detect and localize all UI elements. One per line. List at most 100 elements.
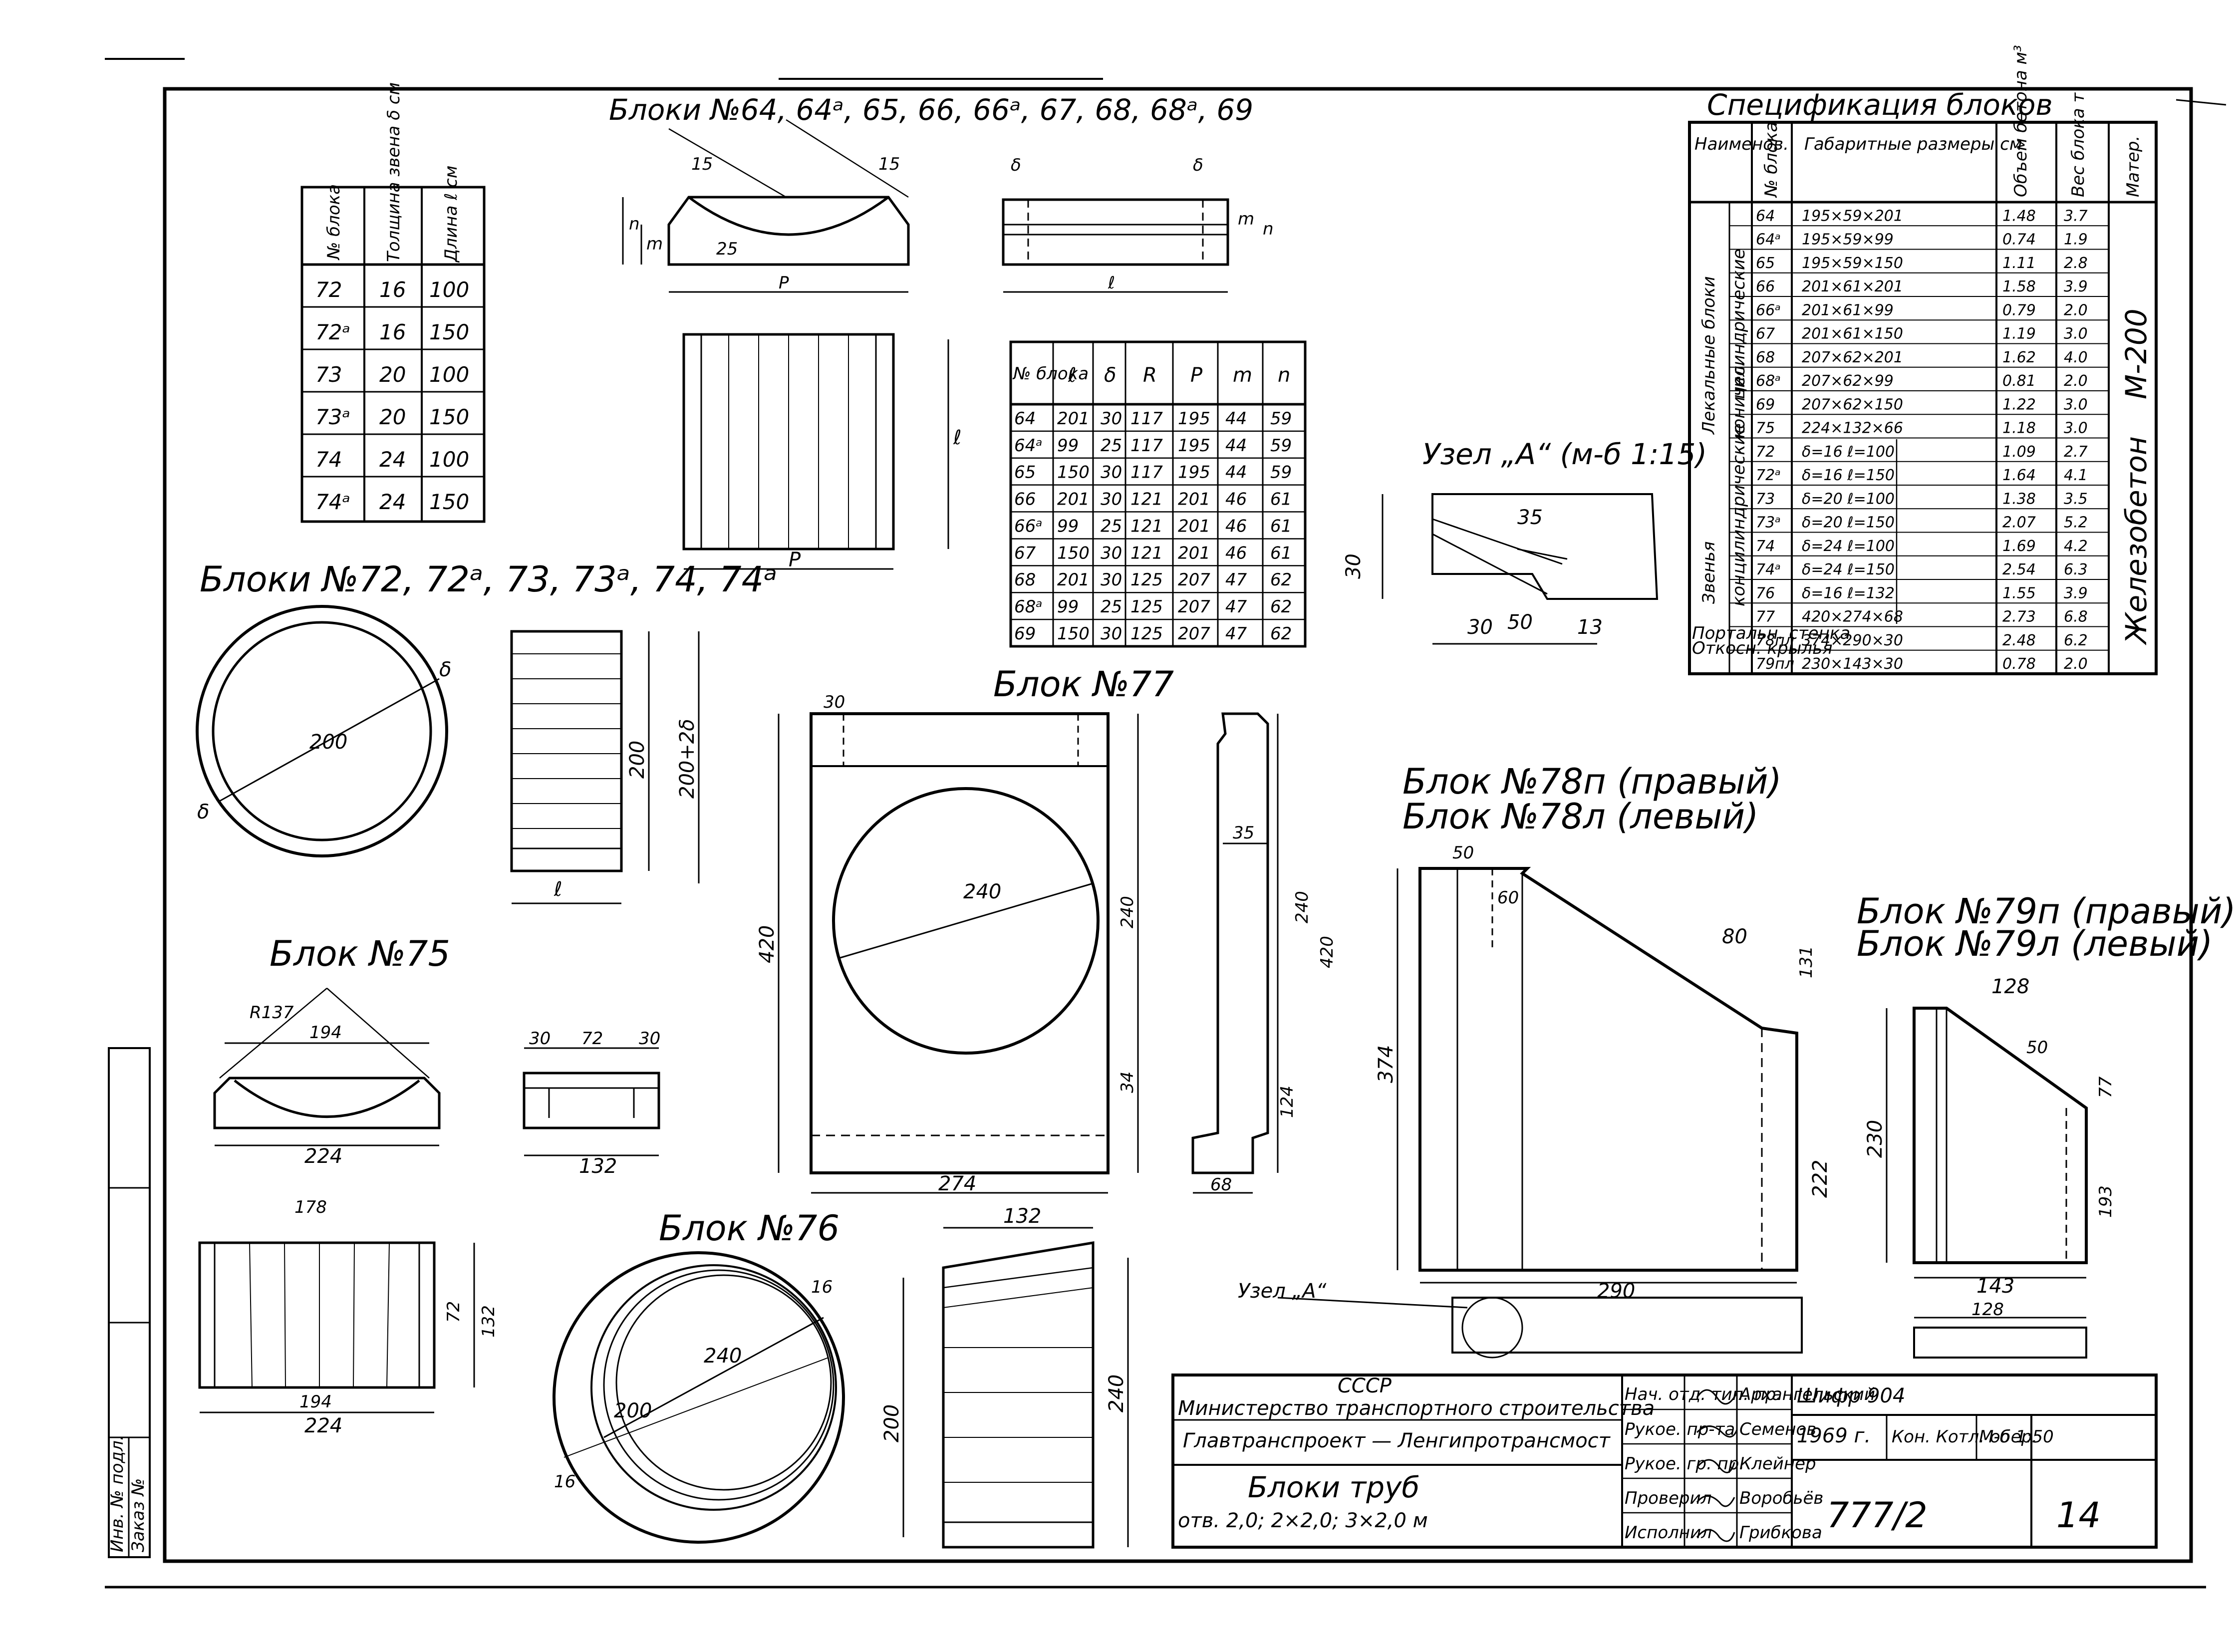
dim-n-64: n [629, 214, 640, 234]
small-table-cell: 24 [379, 490, 406, 514]
dim-table-cell: 150 [1057, 543, 1090, 563]
spec-table-cell: δ=20 ℓ=100 [1802, 490, 1895, 508]
spec-table-cell: 66 [1756, 278, 1775, 295]
dim-table-cell: 125 [1130, 624, 1163, 644]
small-table-h3: Длина ℓ см [441, 166, 461, 263]
sheet-number: 14 [2056, 1495, 2101, 1536]
ring-block-72-74: 200 δ δ [196, 605, 451, 857]
small-table-cell: 150 [429, 490, 469, 514]
dim-table-cell: 64 [1014, 409, 1036, 429]
small-table-cell: 16 [379, 320, 406, 344]
dim-table-cell: 201 [1178, 516, 1210, 536]
spec-table-cell: 1.38 [2002, 490, 2036, 508]
dim-35-77: 35 [1233, 823, 1254, 843]
drawing-title: Блоки труб [1248, 1470, 1419, 1504]
spec-table-cell: δ=16 ℓ=150 [1802, 467, 1895, 484]
block-64-69-section: P n m 15 15 25 [622, 119, 910, 293]
spec-h2: Габаритные размеры см [1804, 134, 2022, 154]
dim-table-cell: 201 [1057, 570, 1090, 590]
spec-table-cell: 67 [1756, 325, 1775, 343]
block-78-bottom-view: Узел „А“ [1238, 1280, 1803, 1359]
spec-table-cell: δ=24 ℓ=100 [1802, 538, 1895, 555]
title-76: Блок №76 [659, 1208, 840, 1249]
dim-132-plan: 132 [479, 1305, 499, 1338]
block-75-plan: 224 178 194 132 72 [198, 1197, 499, 1437]
dim-15-64b: 15 [878, 154, 900, 174]
small-table-h1: № блока [324, 184, 344, 261]
dim-table-cell: 59 [1270, 463, 1292, 483]
dim-table-cell: 201 [1178, 490, 1210, 510]
small-table-cell: 24 [379, 447, 406, 472]
dim-240-76: 240 [704, 1345, 742, 1368]
spec-material-2: Железобетон [2119, 436, 2153, 645]
spec-table-cell: 2.0 [2064, 655, 2088, 673]
dim-n-side: n [1263, 219, 1274, 239]
small-table-cell: 74ᵃ [315, 490, 350, 514]
dim-240-77s2: 240 [1292, 891, 1312, 923]
spec-table-cell: 3.5 [2064, 490, 2088, 508]
dim-240-76s: 240 [1105, 1375, 1128, 1412]
spec-table-cell: 3.0 [2064, 325, 2088, 343]
spec-table-cell: 201×61×99 [1802, 301, 1894, 319]
dim-80-78: 80 [1722, 925, 1747, 948]
scale: М-б 1:50 [1979, 1427, 2054, 1447]
spec-table-cell: 72 [1756, 443, 1775, 461]
spec-table-cell: 201×61×150 [1802, 325, 1903, 343]
views-title-64-69: Блоки №64, 64ᵃ, 65, 66, 66ᵃ, 67, 68, 68ᵃ… [609, 93, 1253, 127]
dim-table-cell: 25 [1101, 597, 1122, 617]
title-78l: Блок №78л (левый) [1402, 796, 1758, 837]
dim-table: № блока ℓ δ R P m n [1009, 340, 1307, 648]
spec-table-cell: 207×62×99 [1802, 372, 1894, 390]
spec-table-cell: 69 [1756, 396, 1775, 413]
small-table-cell: 100 [429, 447, 469, 472]
spec-table-cell: 68 [1756, 349, 1775, 366]
spec-table-cell: 79пл [1756, 655, 1794, 673]
cipher: Шифр 904 [1797, 1384, 1905, 1407]
dim-table-h0: № блока [1012, 364, 1089, 384]
dim-table-cell: 61 [1270, 490, 1292, 510]
spec-table-cell: 0.79 [2002, 301, 2036, 319]
block-76-ring: 240 200 16 16 [553, 1251, 845, 1544]
small-table-cell: 16 [379, 277, 406, 302]
margin-stamp-top: Инв. № подл. [107, 1435, 127, 1552]
dim-table-cell: 64ᵃ [1014, 436, 1043, 456]
dim-table-cell: 30 [1101, 463, 1122, 483]
spec-table-cell: 2.0 [2064, 301, 2088, 319]
dim-200-76: 200 [614, 1399, 652, 1422]
spec-table-cell: 74 [1756, 538, 1775, 555]
spec-table-cell: 4.1 [2064, 467, 2088, 484]
dim-m-64: m [646, 234, 663, 254]
dim-table-cell: 121 [1130, 490, 1163, 510]
spec-table-cell: 374×290×30 [1802, 632, 1903, 649]
spec-table-cell: 64ᵃ [1756, 231, 1781, 249]
ring-block-72-74-side: 200 200+2δ ℓ [510, 630, 700, 904]
block-77-side: 240 240 420 35 34 124 68 [1118, 712, 1337, 1195]
dim-35-nodeA: 35 [1517, 506, 1543, 529]
spec-h5: Матер. [2123, 136, 2143, 197]
small-table-cell: 72ᵃ [315, 320, 350, 344]
dim-table-cell: 30 [1101, 490, 1122, 510]
small-table-cell: 73ᵃ [315, 405, 350, 429]
dim-table-cell: 207 [1178, 570, 1210, 590]
spec-table-cell: 2.7 [2064, 443, 2088, 461]
dim-table-cell: 201 [1178, 543, 1210, 563]
spec-table-cell: 5.2 [2064, 514, 2088, 532]
dim-l-ring: ℓ [554, 878, 562, 901]
spec-table-cell: 207×62×201 [1802, 349, 1903, 366]
dim-table-cell: 47 [1225, 570, 1247, 590]
spec-h4: Вес блока т [2068, 92, 2088, 197]
spec-table-cell: 3.0 [2064, 396, 2088, 413]
role-4: Проверил [1625, 1488, 1711, 1508]
spec-table-cell: 6.2 [2064, 632, 2088, 649]
role-2: Рукое. пр-та [1625, 1419, 1735, 1439]
dim-143-79: 143 [1976, 1275, 2014, 1298]
dim-table-cell: 46 [1225, 516, 1247, 536]
spec-material-1: М-200 [2119, 308, 2153, 399]
node-a-title: Узел „А“ (м-б 1:15) [1422, 437, 1707, 471]
small-table-cell: 73 [315, 362, 342, 387]
block-64-69-plan: P ℓ [682, 333, 962, 571]
dim-table-cell: 44 [1225, 463, 1247, 483]
spec-table-cell: 4.0 [2064, 349, 2088, 366]
